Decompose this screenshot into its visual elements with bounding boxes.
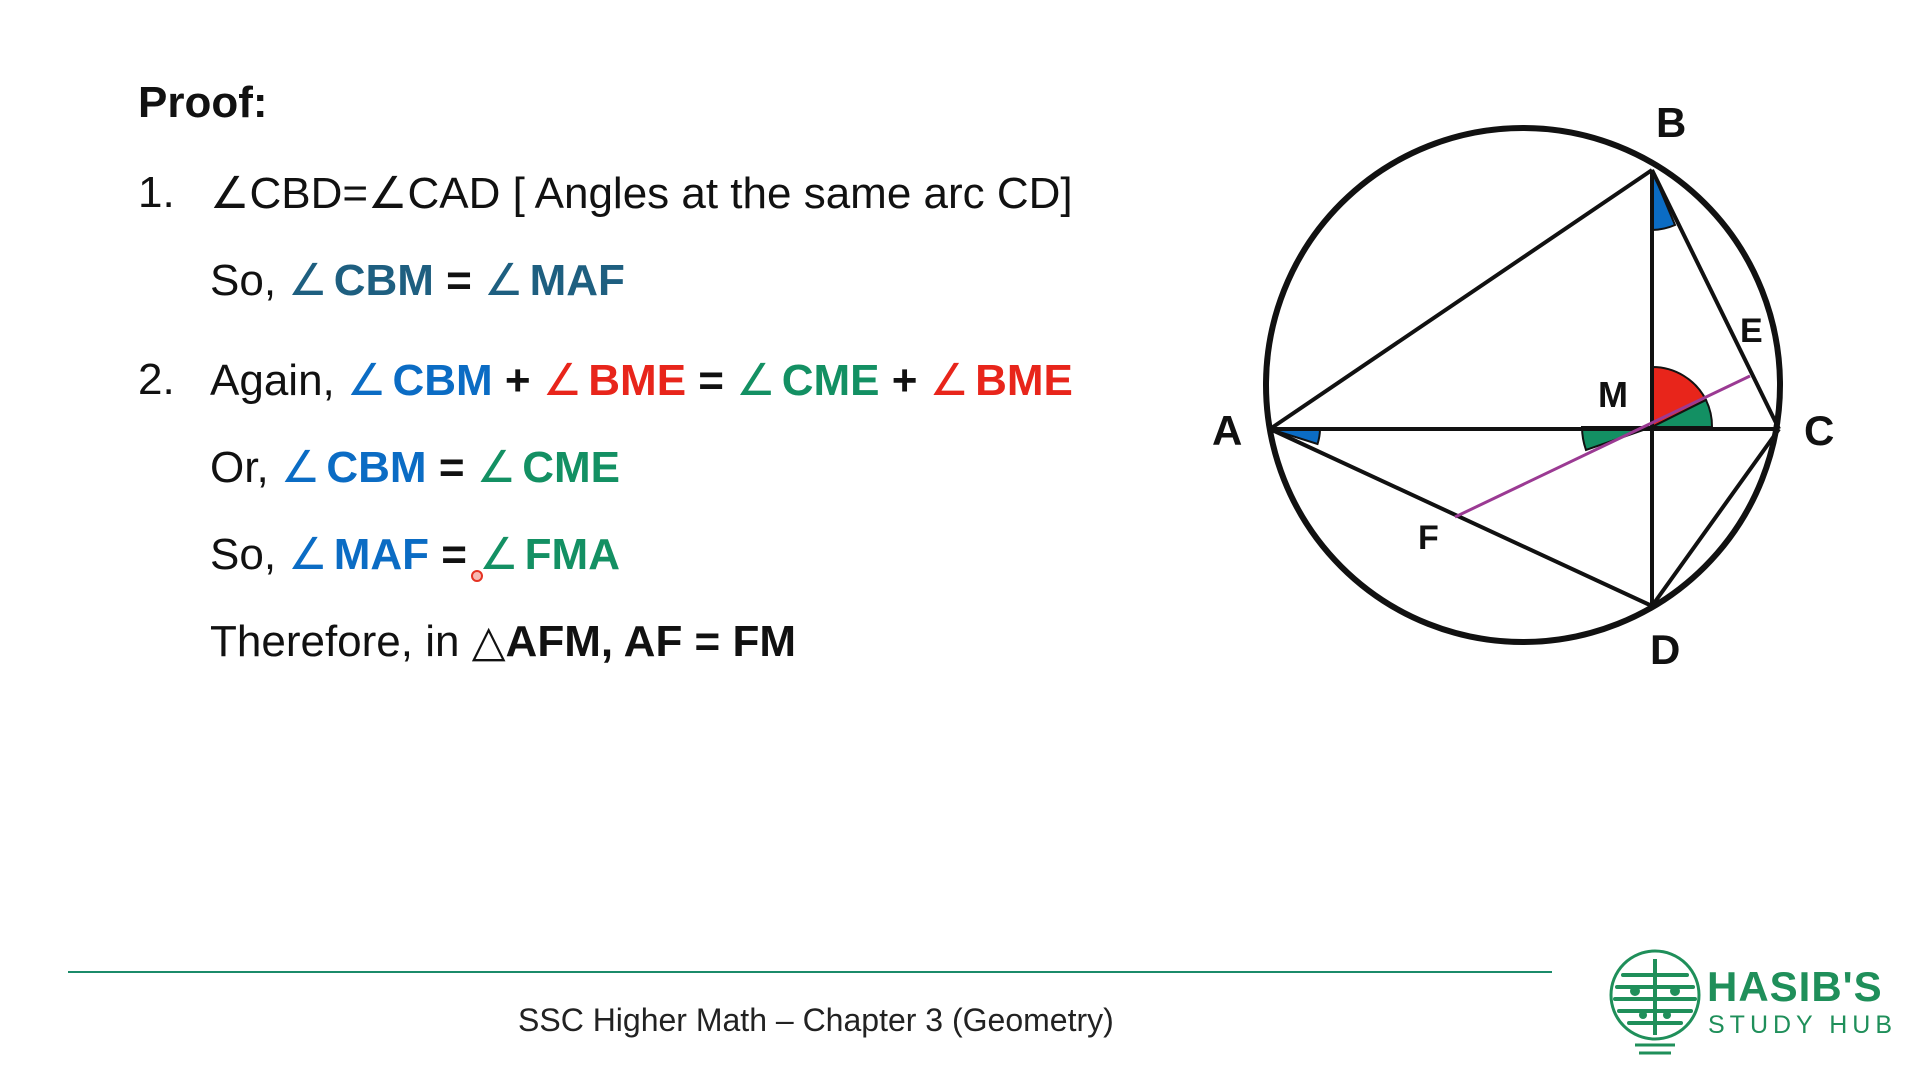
angle-fma: FMA: [524, 530, 620, 579]
angle-bme: BME: [588, 356, 687, 405]
triangle-symbol: △: [471, 617, 506, 666]
footer-text: SSC Higher Math – Chapter 3 (Geometry): [518, 1002, 1114, 1038]
equals: =: [438, 443, 465, 492]
chord-ab: [1268, 168, 1654, 431]
chord-bc: [1650, 169, 1781, 430]
logo-subtitle: STUDY HUB: [1708, 1011, 1898, 1039]
footer-divider: [68, 971, 1552, 973]
angle-symbol: ∠: [542, 356, 583, 405]
equals: =: [446, 256, 472, 305]
plus: +: [504, 356, 531, 405]
so-prefix: So,: [210, 530, 277, 579]
label-a: A: [1212, 407, 1242, 454]
step-2-or: Or, ∠CBM = ∠CME: [210, 442, 620, 493]
angle-symbol: ∠: [288, 256, 328, 305]
label-e: E: [1740, 312, 1763, 350]
label-f: F: [1418, 519, 1439, 557]
geometry-diagram: A B C D E F M: [1212, 99, 1834, 673]
angle-maf: MAF: [333, 530, 430, 579]
angle-mark-cme: [1651, 398, 1714, 428]
angle-symbol: ∠: [479, 530, 519, 579]
chord-cd: [1650, 427, 1781, 608]
angle-cbm: CBM: [392, 356, 493, 405]
step-2-again: Again, ∠CBM + ∠BME = ∠CME + ∠BME: [210, 355, 1073, 406]
angle-cbm: CBM: [326, 443, 427, 492]
angle-symbol: ∠: [280, 443, 321, 492]
equals: =: [441, 530, 467, 579]
step-2-number: 2.: [138, 355, 175, 404]
therefore-prefix: Therefore, in: [210, 617, 460, 666]
angle-maf: MAF: [529, 256, 625, 305]
or-prefix: Or,: [210, 443, 269, 492]
angle-symbol: ∠: [484, 256, 524, 305]
label-b: B: [1656, 99, 1686, 146]
angle-symbol: ∠: [288, 530, 328, 579]
angle-symbol: ∠: [347, 356, 387, 405]
angle-symbol: ∠: [736, 356, 776, 405]
angle-cme: CME: [522, 443, 620, 492]
angle-symbol: ∠: [476, 443, 517, 492]
step-2-therefore: Therefore, in △AFM, AF = FM: [210, 616, 796, 667]
line-fe: [1454, 374, 1751, 519]
label-m: M: [1598, 374, 1628, 415]
again-prefix: Again,: [210, 356, 335, 405]
label-c: C: [1804, 407, 1834, 454]
angle-cme: CME: [781, 356, 880, 405]
brain-bulb-icon: [1609, 949, 1701, 1055]
therefore-result: AFM, AF = FM: [505, 617, 796, 666]
circle: [1263, 125, 1783, 645]
label-d: D: [1650, 626, 1680, 673]
chord-ad: [1269, 427, 1653, 608]
so-prefix: So,: [210, 256, 277, 305]
step-2-so: So, ∠MAF = ∠FMA: [210, 529, 620, 580]
step-1-number: 1.: [138, 168, 175, 217]
step-1-statement: ∠CBD=∠CAD [ Angles at the same arc CD]: [210, 169, 1073, 218]
equals: =: [698, 356, 724, 405]
mouse-pointer-indicator: [471, 570, 483, 582]
angle-cbm: CBM: [333, 256, 434, 305]
angle-symbol: ∠: [929, 356, 970, 405]
logo-title: HASIB'S: [1707, 963, 1883, 1010]
proof-heading: Proof:: [138, 78, 268, 127]
step-1-conclusion: So, ∠CBM = ∠MAF: [210, 255, 625, 306]
plus: +: [891, 356, 918, 405]
angle-bme: BME: [975, 356, 1073, 405]
